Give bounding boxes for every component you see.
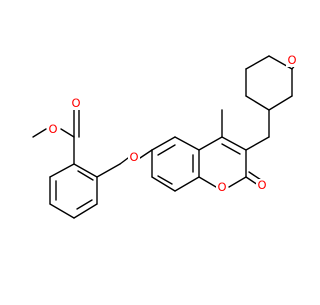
bond-to-aryl-ring (245, 136, 270, 151)
atom-ester-ether-oxygen: O (48, 122, 57, 136)
bond-ring-c-5 (198, 176, 217, 188)
bond-ester-oxygen-carbonyl-carbon (60, 128, 75, 138)
atom-lactone-carbonyl-oxygen: O (257, 178, 266, 192)
bond-ring-b-inner-1 (157, 144, 176, 156)
bond-ring-c-1 (198, 136, 223, 151)
bond-ring-c-double (221, 143, 241, 155)
bond-ring-d-2 (245, 95, 270, 111)
bond-ring-a-inner-2 (76, 199, 93, 210)
bond-oxygen-to-coumarin (139, 149, 153, 159)
bond-lactone-carbonyl-second (248, 171, 262, 181)
atom-ester-carbonyl-oxygen: O (71, 96, 80, 110)
bond-benzylic-carbon-to-oxygen (119, 157, 129, 165)
bond-methyl-ester-oxygen (32, 128, 47, 138)
bond-ring-a-3 (73, 203, 98, 219)
bond-ring-d-7 (268, 95, 293, 111)
bond-ring-b-4 (174, 176, 200, 192)
bond-ring-b-5 (151, 176, 176, 192)
bond-ring-to-benzylic-carbon (96, 163, 121, 178)
atom-benzyl-ether-oxygen: O (129, 150, 138, 164)
bond-ring-a-4 (49, 203, 75, 219)
atom-lactone-ring-oxygen: O (217, 180, 226, 194)
bond-ring-b-1 (151, 136, 176, 151)
bond-ring-b-2 (174, 136, 200, 151)
atom-label-layer: O O O O O O (47, 53, 298, 194)
atom-methoxy-oxygen: O (287, 53, 296, 67)
bond-ring-a-1 (73, 163, 98, 178)
bond-ring-a-6 (49, 163, 75, 178)
bond-ring-a-inner-1 (77, 170, 94, 181)
bond-layer (32, 55, 297, 219)
bond-ring-c-4 (228, 176, 247, 188)
molecule-structure-canvas: O O O O O O (32, 53, 298, 219)
molecule-structure-drawing: O O O O O O (32, 53, 298, 219)
bond-ring-d-4 (245, 55, 270, 70)
bond-ring-b-inner-3 (157, 175, 173, 185)
bond-ring-c-2 (221, 136, 247, 151)
